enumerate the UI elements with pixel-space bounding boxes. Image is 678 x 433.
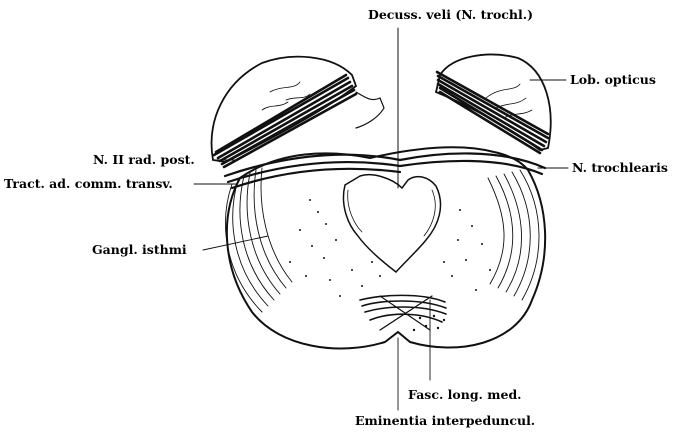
label-gangl-isthmi: Gangl. isthmi	[92, 243, 187, 257]
midbrain-section	[225, 28, 545, 349]
label-tract-comm-transv: Tract. ad. comm. transv.	[4, 177, 173, 191]
label-eminentia-interpeduncul: Eminentia interpeduncul.	[355, 414, 535, 428]
stippling	[289, 199, 491, 331]
leader-lines	[194, 80, 568, 410]
label-lob-opticus: Lob. opticus	[570, 73, 656, 87]
right-optic-lobe	[436, 55, 551, 153]
label-decuss-veli: Decuss. veli (N. trochl.)	[368, 8, 533, 22]
label-n-ii-rad-post: N. II rad. post.	[93, 153, 195, 167]
label-fasc-long-med: Fasc. long. med.	[408, 388, 522, 402]
left-optic-lobe	[212, 57, 384, 167]
label-n-trochlearis: N. trochlearis	[572, 161, 668, 175]
